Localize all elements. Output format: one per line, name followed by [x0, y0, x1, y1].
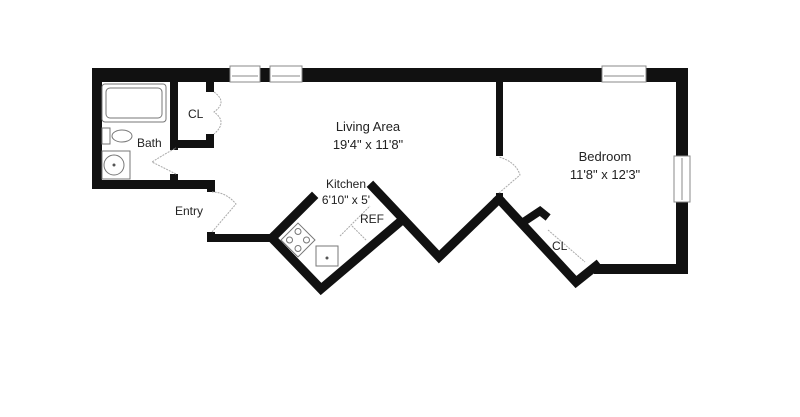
room-name: Bedroom	[578, 149, 632, 164]
closet-jamb-bottom	[206, 134, 214, 148]
bath-door	[150, 147, 177, 175]
room-label-bath: Bath	[137, 136, 162, 150]
toilet-tank	[101, 127, 111, 145]
room-label-kitchen: Kitchen 6'10" x 5'	[306, 176, 386, 208]
kitchen-lower-walls	[265, 214, 408, 296]
window	[601, 65, 647, 83]
fridge-outline	[339, 205, 371, 241]
zigzag-wall	[366, 180, 506, 264]
room-dims: 11'8" x 12'3"	[569, 167, 641, 182]
sink-cabinet	[101, 150, 131, 180]
toilet	[111, 129, 133, 143]
bedroom-door	[498, 156, 521, 194]
closet-jamb-top	[206, 80, 214, 92]
entry-door	[211, 191, 237, 233]
stove	[280, 222, 316, 258]
closet-stub-wall	[519, 206, 551, 227]
room-dims: 6'10" x 5'	[321, 193, 371, 207]
bath-bottom-wall	[92, 180, 214, 189]
room-label-bedroom: Bedroom 11'8" x 12'3"	[555, 148, 655, 184]
closet-bifold-door	[213, 91, 222, 135]
room-label-closet: CL	[188, 107, 204, 121]
bedroom-closet-door	[547, 229, 586, 263]
label-refrigerator: REF	[360, 212, 384, 226]
room-label-entry: Entry	[175, 204, 204, 218]
bath-door-jamb	[170, 174, 178, 186]
closet-bottom-wall	[170, 140, 214, 148]
room-name: Kitchen	[325, 177, 367, 191]
window	[269, 65, 303, 83]
room-dims: 19'4" x 11'8"	[332, 137, 404, 152]
kitchen-sink	[315, 245, 339, 267]
bedroom-bottom-wall	[594, 264, 688, 274]
closet-diagonal-wall	[492, 192, 603, 289]
entry-jamb-top	[207, 180, 215, 192]
top-wall	[92, 68, 688, 82]
bedroom-divider-wall	[496, 80, 503, 156]
entry-bottom-wall	[207, 234, 271, 242]
window	[229, 65, 261, 83]
kitchen-left-wall	[265, 191, 319, 245]
left-wall	[92, 68, 102, 188]
room-label-bedroom-closet: CL	[552, 239, 568, 253]
sink	[103, 154, 125, 176]
bath-closet-wall	[170, 80, 178, 150]
room-name: Living Area	[335, 119, 401, 134]
room-label-living: Living Area 19'4" x 11'8"	[318, 118, 418, 154]
bathtub	[101, 83, 167, 123]
